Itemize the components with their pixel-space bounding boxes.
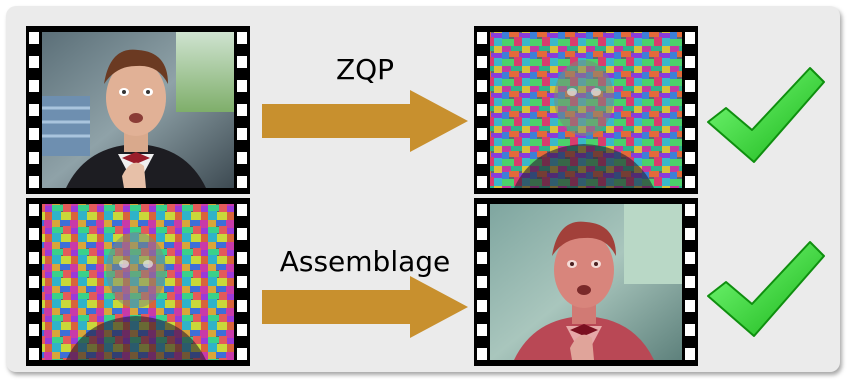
process-arrow-zqp <box>262 90 470 156</box>
input-frame-original <box>26 26 250 194</box>
checkmark-icon <box>704 238 828 346</box>
output-frame-scrambled <box>474 26 698 194</box>
checkmark-icon <box>704 64 828 172</box>
step-label-assemblage: Assemblage <box>279 245 451 278</box>
input-frame-scrambled <box>26 198 250 366</box>
process-arrow-assemblage <box>262 276 470 342</box>
output-frame-reconstructed <box>474 198 698 366</box>
step-label-zqp: ZQP <box>335 53 395 86</box>
